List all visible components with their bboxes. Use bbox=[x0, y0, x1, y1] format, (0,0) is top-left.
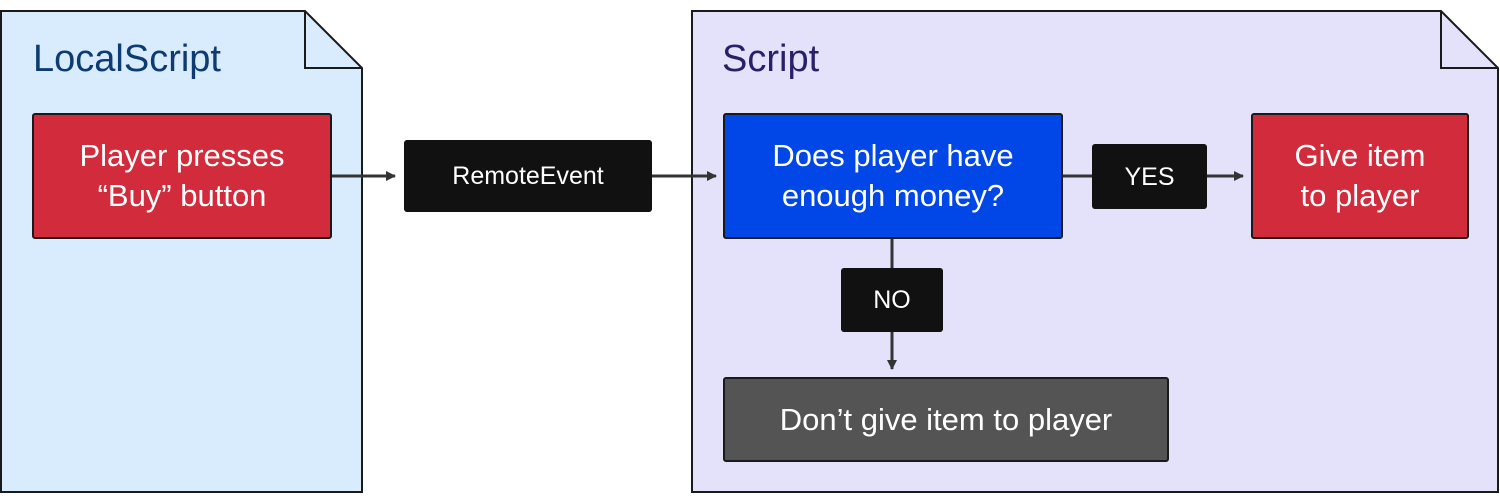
script-page-fold bbox=[1440, 11, 1498, 69]
localscript-page-fold bbox=[304, 11, 362, 69]
give-item-line1: Give item bbox=[1294, 138, 1426, 173]
player-presses-buy-line2: “Buy” button bbox=[97, 178, 267, 213]
decision-box: Does player have enough money? bbox=[723, 113, 1063, 239]
player-presses-buy-box: Player presses “Buy” button bbox=[32, 113, 332, 239]
dont-give-item-box: Don’t give item to player bbox=[723, 377, 1169, 462]
localscript-title: LocalScript bbox=[33, 38, 221, 80]
decision-line1: Does player have bbox=[772, 138, 1014, 173]
decision-line2: enough money? bbox=[781, 178, 1005, 213]
player-presses-buy-line1: Player presses bbox=[79, 138, 285, 173]
remoteevent-label: RemoteEvent bbox=[404, 140, 652, 212]
localscript-document-shape bbox=[0, 10, 363, 493]
yes-label: YES bbox=[1092, 144, 1207, 209]
give-item-box: Give item to player bbox=[1251, 113, 1469, 239]
give-item-line2: to player bbox=[1300, 178, 1420, 213]
script-title: Script bbox=[722, 38, 820, 80]
no-label: NO bbox=[841, 268, 943, 332]
